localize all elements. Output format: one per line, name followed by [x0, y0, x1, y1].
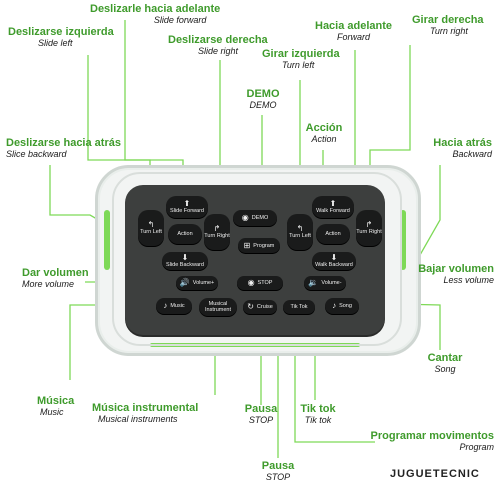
callout-slide-right: Deslizarse derecha Slide right: [168, 34, 268, 56]
callout-volume-up: Dar volumen More volume: [22, 267, 89, 289]
tiktok-button[interactable]: Tik Tok: [283, 300, 315, 314]
green-accent-right: [400, 210, 406, 270]
brand-logo: JUGUETECNIC: [390, 468, 480, 480]
program-button[interactable]: ⊞ Program: [238, 238, 280, 253]
music-note-icon: ♪: [332, 301, 337, 310]
stop-button[interactable]: ◉ STOP: [237, 276, 283, 290]
turn-left-button[interactable]: ↰ Turn Left: [138, 210, 164, 246]
turn-left-icon: ↰: [296, 224, 304, 233]
callout-slide-forward: Deslizarle hacia adelante Slide forward: [90, 3, 221, 25]
speaker-low-icon: 🔉: [308, 278, 319, 287]
green-accent-left: [104, 210, 110, 270]
turn-right-left-button[interactable]: ↱ Turn Right: [204, 214, 230, 250]
turn-right-button[interactable]: ↱ Turn Right: [356, 210, 382, 246]
walk-backward-button[interactable]: ⬇ Walk Backward: [312, 252, 356, 270]
walk-forward-button[interactable]: ⬆ Walk Forward: [312, 196, 354, 218]
arrow-down-icon: ⬇: [181, 253, 189, 262]
callout-demo: DEMO DEMO: [246, 88, 280, 110]
volume-up-button[interactable]: 🔊 Volume+: [176, 276, 218, 290]
callout-slide-backward: Deslizarse hacia atrás Slice backward: [6, 137, 121, 159]
stop-icon: ◉: [247, 278, 255, 287]
turn-right-icon: ↱: [213, 224, 221, 233]
action-left-button[interactable]: Action: [168, 224, 202, 244]
callout-musical-instruments: Música instrumental Musical instruments: [92, 402, 199, 424]
demo-button[interactable]: ◉ DEMO: [233, 210, 277, 226]
cycle-icon: ↻: [247, 302, 254, 311]
callout-turn-left: Girar izquierda Turn left: [262, 48, 340, 70]
arrow-down-icon: ⬇: [330, 253, 338, 262]
callout-forward: Hacia adelante Forward: [315, 20, 393, 42]
demo-icon: ◉: [241, 213, 249, 222]
callout-program: Programar movimentos Program: [370, 430, 494, 452]
music-button[interactable]: ♪ Music: [156, 298, 192, 314]
callout-volume-down: Bajar volumen Less volume: [418, 263, 494, 285]
slide-backward-button[interactable]: ⬇ Slide Backward: [162, 252, 208, 270]
turn-left-right-button[interactable]: ↰ Turn Left: [287, 214, 313, 250]
callout-tiktok: Tik tok Tik tok: [300, 403, 336, 425]
musical-instrument-button[interactable]: Musical Instrument: [199, 298, 237, 316]
callout-pause-stop: Pausa STOP: [261, 460, 295, 482]
callout-music: Música Music: [37, 395, 75, 417]
grid-icon: ⊞: [243, 240, 251, 250]
callout-backward: Hacia atrás Backward: [433, 137, 492, 159]
song-button[interactable]: ♪ Song: [325, 298, 359, 314]
action-right-button[interactable]: Action: [316, 224, 350, 244]
turn-right-icon: ↱: [365, 220, 373, 229]
callout-action: Acción Action: [305, 122, 343, 144]
callout-pause-cruise: Pausa STOP: [244, 403, 278, 425]
turn-left-icon: ↰: [147, 220, 155, 229]
volume-down-button[interactable]: 🔉 Volume-: [304, 276, 346, 290]
remote-rim: [112, 172, 402, 346]
arrow-up-icon: ⬆: [183, 199, 191, 208]
speaker-icon: 🔊: [179, 278, 190, 287]
slide-forward-button[interactable]: ⬆ Slide Forward: [166, 196, 208, 218]
music-note-icon: ♪: [163, 301, 168, 310]
callout-slide-left: Deslizarse izquierda Slide left: [8, 26, 114, 48]
callout-turn-right: Girar derecha Turn right: [412, 14, 484, 36]
arrow-up-icon: ⬆: [329, 199, 337, 208]
cruise-button[interactable]: ↻ Cruise: [243, 300, 277, 314]
callout-sing: Cantar Song: [427, 352, 463, 374]
